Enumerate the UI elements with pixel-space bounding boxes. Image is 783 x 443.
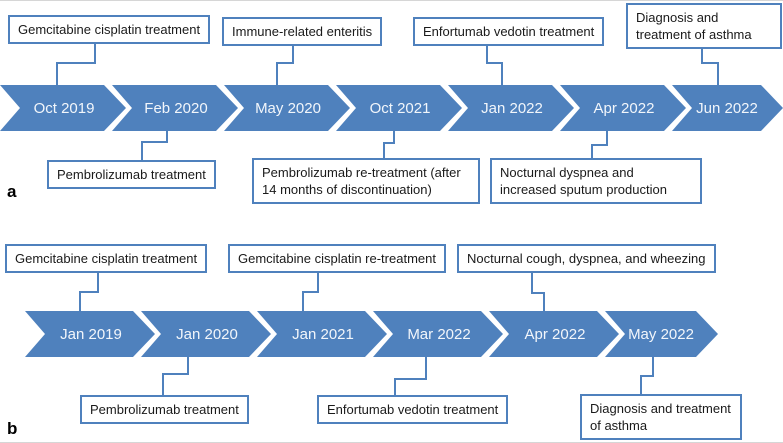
timeline-chevron [224,85,350,131]
connector-line [56,41,96,85]
event-box: Nocturnal dyspnea and increased sputum p… [490,158,702,204]
timeline-date: Apr 2022 [525,326,586,343]
connector-line [394,357,427,398]
event-box: Diagnosis and treatment of asthma [626,3,782,49]
event-box: Immune-related enteritis [222,17,383,46]
timeline-date: Feb 2020 [144,100,207,117]
timeline-chevron [0,85,126,131]
connector-line [640,357,654,397]
connector-line [162,357,189,398]
event-box: Gemcitabine cisplatin re-treatment [228,244,446,273]
event-box: Gemcitabine cisplatin treatment [8,15,211,44]
timeline-chevron [336,85,462,131]
event-box: Gemcitabine cisplatin treatment [5,244,208,273]
event-box: Pembrolizumab re-treatment (after 14 mon… [252,158,480,204]
timeline-chevron [672,85,783,131]
timeline-date: May 2022 [628,326,694,343]
connector-line [79,269,99,311]
timeline-chevron [112,85,238,131]
timeline-chevron [448,85,574,131]
timeline-chevron [141,311,271,357]
panel-label-b: b [7,419,18,438]
timeline-chevron [25,311,155,357]
panel-label-a: a [7,182,17,201]
connector-line [486,41,503,85]
connector-line [701,43,719,85]
timeline-date: May 2020 [255,100,321,117]
connector-line [591,131,608,161]
timeline-date: Apr 2022 [594,100,655,117]
connector-line [531,269,545,311]
event-box: Enfortumab vedotin treatment [413,17,605,46]
timeline-date: Mar 2022 [407,326,470,343]
connector-line [141,131,168,163]
timeline-date: Jan 2022 [481,100,543,117]
timeline-date: Jan 2020 [176,326,238,343]
timeline-chevron [257,311,387,357]
timeline-chevron [560,85,686,131]
connector-line [383,131,395,161]
timeline-date: Jun 2022 [696,100,758,117]
timeline-chevron [373,311,503,357]
event-box: Nocturnal cough, dyspnea, and wheezing [457,244,716,273]
event-box: Diagnosis and treatment of asthma [580,394,742,440]
timeline-date: Oct 2019 [34,100,95,117]
timeline-chevron [489,311,619,357]
timeline-date: Oct 2021 [370,100,431,117]
event-box: Pembrolizumab treatment [47,160,216,189]
event-box: Pembrolizumab treatment [80,395,249,424]
timeline-date: Jan 2021 [292,326,354,343]
timeline-chevron [605,311,718,357]
connector-line [276,41,294,85]
timeline-date: Jan 2019 [60,326,122,343]
connector-line [302,269,319,311]
event-box: Enfortumab vedotin treatment [317,395,509,424]
